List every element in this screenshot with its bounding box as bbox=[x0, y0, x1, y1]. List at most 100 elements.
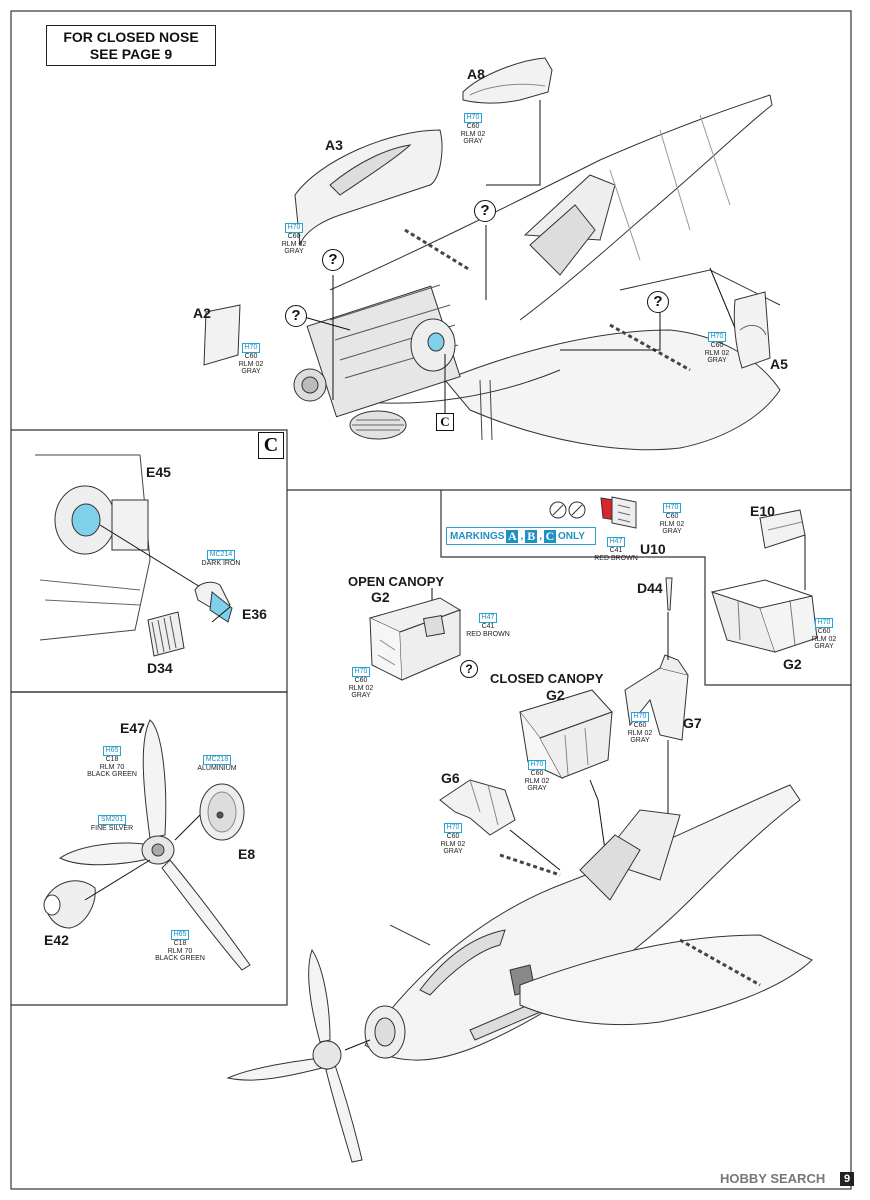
paint-callout-open-gray: H70 C60 RLM 02 GRAY bbox=[333, 667, 389, 700]
paint-name: GRAY bbox=[630, 737, 650, 744]
part-a3-art bbox=[294, 129, 443, 246]
watermark-brand: HOBBY SEARCH bbox=[720, 1171, 826, 1186]
part-label-g7: G7 bbox=[683, 715, 702, 731]
paint-name: RLM 70 bbox=[99, 763, 125, 771]
paint-code-alt: C60 bbox=[530, 770, 544, 777]
part-label-e10: E10 bbox=[750, 503, 775, 519]
paint-callout-closed-canopy: H70 C60 RLM 02 GRAY bbox=[509, 760, 565, 793]
heading-open-canopy: OPEN CANOPY bbox=[348, 574, 445, 589]
paint-code-alt: C60 bbox=[287, 233, 301, 240]
paint-code: H47 bbox=[478, 613, 498, 623]
marking-letter-b: B bbox=[525, 528, 538, 543]
paint-code: H70 bbox=[351, 667, 371, 677]
section-c-art bbox=[35, 454, 233, 657]
part-label-a3: A3 bbox=[325, 137, 343, 153]
markings-abc-only: MARKINGS A, B, C ONLY bbox=[446, 527, 596, 545]
paint-callout-spinner: MC218 ALUMINIUM bbox=[189, 755, 245, 773]
paint-callout-a2: H70 C60 RLM 02 GRAY bbox=[223, 343, 279, 376]
aircraft-bottom bbox=[226, 784, 813, 1163]
paint-name: RLM 02 bbox=[440, 840, 466, 848]
paint-name: GRAY bbox=[463, 138, 483, 145]
paint-callout-g7: H70 C60 RLM 02 GRAY bbox=[612, 712, 668, 745]
paint-code: H70 bbox=[527, 760, 547, 770]
paint-code-alt: C60 bbox=[446, 833, 460, 840]
paint-name: GRAY bbox=[443, 848, 463, 855]
paint-code-alt: C60 bbox=[817, 628, 831, 635]
paint-code: H70 bbox=[707, 332, 727, 342]
paint-callout-a5: H70 C60 RLM 02 GRAY bbox=[689, 332, 745, 365]
paint-name: RLM 70 bbox=[167, 947, 193, 955]
paint-name: RLM 02 bbox=[460, 130, 486, 138]
paint-code: H70 bbox=[443, 823, 463, 833]
paint-code: H70 bbox=[463, 113, 483, 123]
part-label-a8: A8 bbox=[467, 66, 485, 82]
paint-callout-open-redbrown: H47 C41 RED BROWN bbox=[460, 613, 516, 638]
prop-panel-art bbox=[43, 719, 251, 971]
paint-code: H47 bbox=[606, 537, 626, 547]
paint-name: RLM 02 bbox=[811, 635, 837, 643]
part-label-e42: E42 bbox=[44, 932, 69, 948]
heading-closed-canopy: CLOSED CANOPY bbox=[490, 671, 604, 686]
marking-letter-c: C bbox=[544, 528, 557, 543]
paint-code-alt: C60 bbox=[710, 342, 724, 349]
paint-callout-u10-gray: H70 C60 RLM 02 GRAY bbox=[644, 503, 700, 536]
paint-code: H70 bbox=[630, 712, 650, 722]
paint-name: RLM 02 bbox=[238, 360, 264, 368]
d44-art bbox=[665, 577, 673, 660]
paint-name: DARK IRON bbox=[201, 560, 241, 567]
paint-callout-g6: H70 C60 RLM 02 GRAY bbox=[425, 823, 481, 856]
paint-code-alt: C18 bbox=[105, 756, 119, 763]
markings-box-border bbox=[440, 490, 851, 686]
question-mark-icon: ? bbox=[460, 660, 478, 678]
paint-code: H65 bbox=[102, 746, 122, 756]
paint-callout-prop-blade-lower: H65 C18 RLM 70 BLACK GREEN bbox=[152, 930, 208, 963]
paint-code-alt: C60 bbox=[354, 677, 368, 684]
paint-code-alt: C60 bbox=[466, 123, 480, 130]
paint-code: MC214 bbox=[206, 550, 236, 560]
paint-code: MC218 bbox=[202, 755, 232, 765]
part-label-e8: E8 bbox=[238, 846, 256, 862]
paint-name: BLACK GREEN bbox=[155, 955, 205, 962]
paint-name: BLACK GREEN bbox=[87, 771, 137, 778]
marking-sep: , bbox=[520, 530, 524, 542]
paint-code-alt: C60 bbox=[633, 722, 647, 729]
marking-letter-a: A bbox=[506, 528, 519, 543]
paint-callout-a3: H70 C60 RLM 02 GRAY bbox=[266, 223, 322, 256]
paint-name: GRAY bbox=[662, 528, 682, 535]
note-line-1: FOR CLOSED NOSE bbox=[63, 29, 199, 45]
paint-name: FINE SILVER bbox=[90, 825, 134, 832]
paint-code: H70 bbox=[662, 503, 682, 513]
paint-code-alt: C60 bbox=[244, 353, 258, 360]
part-label-g2-right: G2 bbox=[783, 656, 802, 672]
paint-callout-e36: MC214 DARK IRON bbox=[193, 550, 249, 568]
paint-name: GRAY bbox=[814, 643, 834, 650]
paint-name: RLM 02 bbox=[524, 777, 550, 785]
paint-callout-prop-blade: H65 C18 RLM 70 BLACK GREEN bbox=[84, 746, 140, 779]
paint-name: RED BROWN bbox=[594, 554, 638, 562]
paint-code: H70 bbox=[241, 343, 261, 353]
paint-callout-g2-right: H70 C60 RLM 02 GRAY bbox=[796, 618, 852, 651]
callout-c-marker: C bbox=[436, 413, 454, 431]
paint-name: RLM 02 bbox=[704, 349, 730, 357]
part-label-g2-open: G2 bbox=[371, 589, 390, 605]
part-label-d34: D34 bbox=[147, 660, 173, 676]
paint-code-alt: C60 bbox=[665, 513, 679, 520]
paint-name: GRAY bbox=[707, 357, 727, 364]
part-a2-art bbox=[203, 304, 241, 366]
part-a8-art bbox=[462, 57, 553, 104]
section-c-label: C bbox=[258, 432, 284, 459]
question-mark-icon: ? bbox=[474, 200, 496, 222]
part-label-a5: A5 bbox=[770, 356, 788, 372]
paint-code-alt: C18 bbox=[173, 940, 187, 947]
aircraft-top bbox=[293, 94, 781, 451]
marking-sep: , bbox=[539, 530, 543, 542]
part-label-g2-closed: G2 bbox=[546, 687, 565, 703]
paint-name: GRAY bbox=[527, 785, 547, 792]
open-canopy-art bbox=[368, 588, 462, 681]
paint-code: H65 bbox=[170, 930, 190, 940]
part-a5-art bbox=[733, 291, 771, 369]
part-label-a2: A2 bbox=[193, 305, 211, 321]
part-label-e45: E45 bbox=[146, 464, 171, 480]
paint-name: GRAY bbox=[241, 368, 261, 375]
